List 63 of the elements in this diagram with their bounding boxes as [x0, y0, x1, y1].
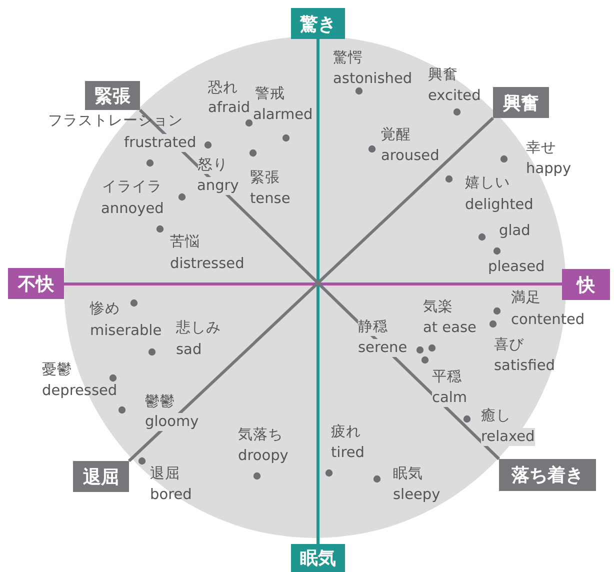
emotion-label: tense	[250, 190, 290, 208]
emotion-label: angry	[197, 177, 239, 195]
emotion-label: 満足	[511, 289, 541, 307]
emotion-label: glad	[499, 222, 530, 240]
axis-label-box: 落ち着き	[499, 459, 596, 491]
emotion-label: 幸せ	[526, 139, 556, 157]
emotion-label: 驚愕	[333, 49, 363, 67]
emotion-label: happy	[526, 160, 572, 178]
axis-label-box: 眠気	[291, 544, 345, 572]
emotion-label: alarmed	[253, 106, 313, 124]
emotion-label: tired	[331, 444, 364, 462]
emotion-label: pleased	[488, 258, 545, 276]
emotion-label: excited	[428, 87, 481, 105]
emotion-label: relaxed	[481, 428, 535, 446]
emotion-label: aroused	[381, 147, 440, 165]
emotion-label: フラストレーション	[48, 112, 183, 130]
emotion-label: contented	[511, 311, 585, 329]
emotion-label: astonished	[333, 70, 412, 88]
emotion-label: 喜び	[494, 336, 524, 354]
emotion-label: satisfied	[494, 357, 555, 375]
emotion-label: 眠気	[393, 465, 423, 483]
axis-label-box: 緊張	[85, 81, 140, 110]
emotion-label: serene	[358, 339, 408, 357]
emotion-label: 癒し	[481, 407, 511, 425]
emotion-label: 鬱鬱	[145, 393, 175, 411]
emotion-label: frustrated	[124, 134, 196, 152]
emotion-label: miserable	[90, 322, 162, 340]
emotion-label: イライラ	[102, 178, 162, 196]
axis-label-box: 快	[562, 269, 610, 300]
emotion-label: 恐れ	[208, 79, 238, 97]
emotion-label: depressed	[42, 382, 118, 400]
emotion-label: sad	[176, 341, 202, 359]
emotion-label: delighted	[465, 196, 534, 214]
emotion-label: 気落ち	[238, 426, 283, 444]
emotion-label: 憂鬱	[42, 361, 72, 379]
emotion-label: 苦悩	[170, 233, 200, 251]
emotion-label: 嬉しい	[465, 174, 510, 192]
emotion-label: 覚醒	[381, 126, 411, 144]
emotion-label: 警戒	[255, 85, 285, 103]
emotion-label: 疲れ	[331, 423, 361, 441]
emotion-label: 静穏	[358, 318, 388, 336]
axis-label-box: 驚き	[291, 8, 345, 39]
emotion-label: afraid	[208, 99, 250, 117]
emotion-label: bored	[150, 486, 192, 504]
emotion-label: annoyed	[101, 200, 164, 218]
emotion-label: droopy	[238, 447, 288, 465]
emotion-label: 興奮	[428, 66, 458, 84]
emotion-label: 退屈	[150, 465, 180, 483]
emotion-label: sleepy	[393, 486, 440, 504]
emotion-label: 平穏	[432, 368, 462, 386]
emotion-label: at ease	[423, 319, 476, 337]
emotion-label: distressed	[170, 255, 244, 273]
emotion-label: 悲しみ	[176, 319, 221, 337]
emotion-label: 気楽	[423, 298, 453, 316]
emotion-label: calm	[432, 389, 468, 407]
axis-line	[316, 39, 320, 544]
axis-label-box: 興奮	[493, 87, 549, 118]
emotion-label: gloomy	[145, 413, 199, 431]
emotion-label: 緊張	[250, 169, 280, 187]
emotion-label: 惨め	[90, 300, 120, 318]
axis-label-box: 不快	[8, 268, 64, 299]
axis-label-box: 退屈	[73, 461, 129, 492]
axis-line	[64, 282, 562, 286]
